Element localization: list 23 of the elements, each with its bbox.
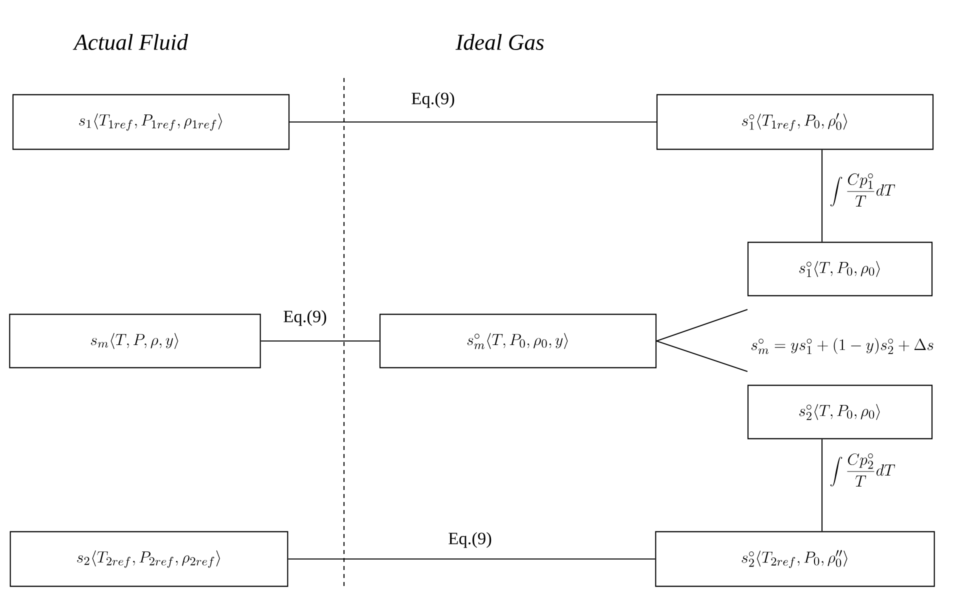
connector-line: [288, 558, 656, 560]
state-box: $s_1^\circ\langle T_{1ref}, P_0, \rho_0'\rangle$: [656, 94, 934, 150]
connector-line: [290, 121, 656, 123]
equation: $s_m^\circ = y s_1^\circ + (1-y) s_2^\circ + \Delta s$: [751, 338, 934, 354]
edge-label: Eq.(9): [412, 92, 454, 108]
state-box: $s_m^\circ\langle T, P_0, \rho_0, y\rangle$: [379, 314, 657, 368]
state-box: $s_2^\circ\langle T_{2ref}, P_0, \rho_0''\rangle$: [655, 531, 935, 587]
connector-line: [821, 150, 823, 242]
state-box: $s_m\langle T, P, \rho, y\rangle$: [9, 314, 261, 368]
edge-label: Eq.(9): [284, 310, 326, 326]
column-heading: Ideal Gas: [456, 34, 544, 50]
connector-line: [656, 309, 748, 342]
state-box: $s_1^\circ\langle T, P_0, \rho_0\rangle$: [747, 242, 933, 296]
edge-label: $\int \frac{Cp_1^\circ}{T}dT$: [830, 173, 896, 206]
state-box: $s_2\langle T_{2ref}, P_{2ref}, \rho_{2ref}\rangle$: [10, 531, 288, 587]
connector-line: [656, 340, 748, 372]
connector-line: [821, 439, 823, 532]
state-box: $s_2^\circ\langle T, P_0, \rho_0\rangle$: [747, 384, 933, 440]
connector-line: [260, 340, 380, 342]
column-heading: Actual Fluid: [72, 34, 188, 50]
state-box: $s_1\langle T_{1ref}, P_{1ref}, \rho_{1ref}\rangle$: [12, 94, 290, 150]
edge-label: Eq.(9): [448, 532, 492, 548]
edge-label: $\int \frac{Cp_2^\circ}{T}dT$: [830, 453, 896, 486]
